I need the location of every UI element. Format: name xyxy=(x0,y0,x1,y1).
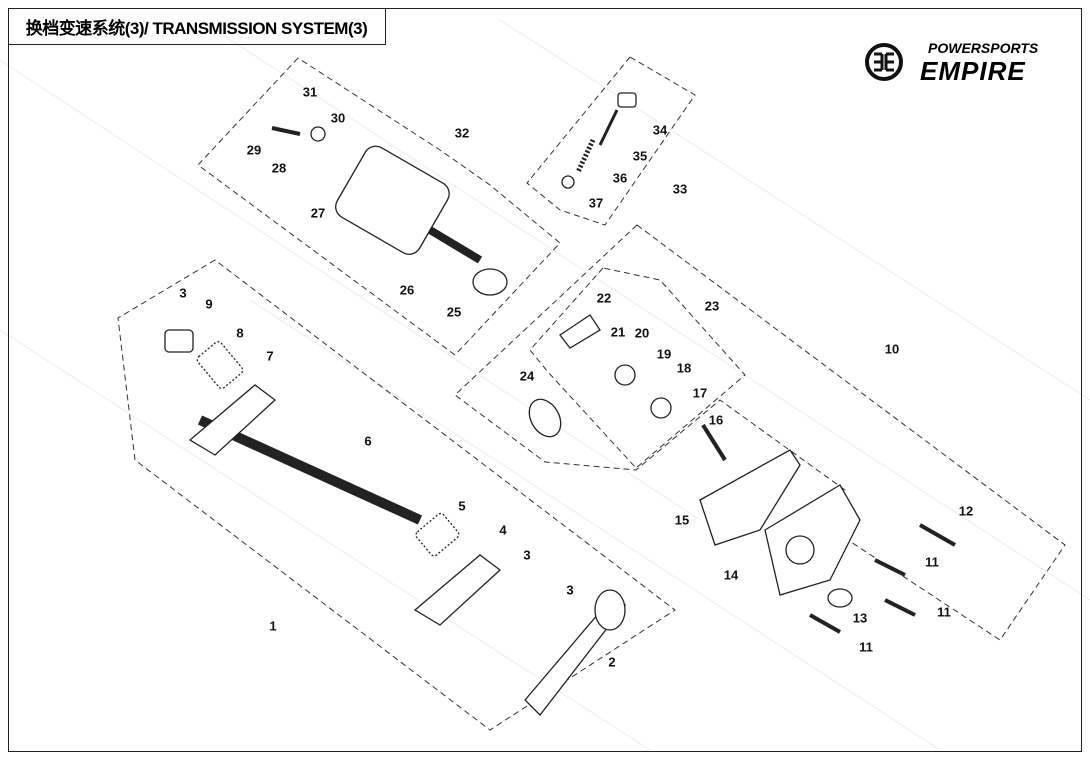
logo-emblem-icon xyxy=(865,43,903,81)
pin xyxy=(271,126,301,136)
cover xyxy=(764,484,861,596)
boundary-32 xyxy=(197,57,561,356)
logo-line1: POWERSPORTS xyxy=(928,40,1039,56)
callout: 9 xyxy=(205,296,213,312)
fork-4 xyxy=(413,554,502,626)
callout: 13 xyxy=(852,610,868,626)
callout: 26 xyxy=(399,282,415,298)
boundary-10 xyxy=(454,224,1066,641)
stopper xyxy=(559,314,601,349)
callout: 16 xyxy=(708,412,724,428)
bolt-11a xyxy=(874,558,906,577)
callout: 18 xyxy=(676,360,692,376)
collar xyxy=(164,329,194,353)
logo-line2: EMPIRE xyxy=(920,56,1026,86)
callout: 24 xyxy=(519,368,535,384)
callout: 3 xyxy=(566,582,574,598)
callout: 22 xyxy=(596,290,612,306)
callout: 10 xyxy=(884,341,900,357)
callout: 33 xyxy=(672,181,688,197)
bolt-11c xyxy=(809,613,841,634)
callout: 36 xyxy=(612,170,628,186)
brand-logo: POWERSPORTS EMPIRE xyxy=(862,38,1057,88)
pedal-end xyxy=(594,589,626,631)
bolt-11b xyxy=(884,598,916,617)
drum-shaft xyxy=(427,226,483,264)
boundary-1 xyxy=(117,259,676,731)
callout: 3 xyxy=(179,285,187,301)
gasket xyxy=(699,449,801,546)
callout: 34 xyxy=(652,122,668,138)
callout: 8 xyxy=(236,325,244,341)
callout: 11 xyxy=(859,639,873,655)
callout: 27 xyxy=(310,205,326,221)
parts xyxy=(164,92,956,716)
callout: 35 xyxy=(632,148,648,164)
cam xyxy=(650,397,672,419)
callout: 17 xyxy=(692,385,708,401)
callout: 1 xyxy=(269,618,277,634)
gear-arm xyxy=(528,398,562,438)
callout: 23 xyxy=(704,298,720,314)
oil-seal xyxy=(827,588,853,608)
plug xyxy=(598,109,619,146)
plug-head xyxy=(617,92,637,108)
fork-7 xyxy=(188,384,277,456)
spring-8 xyxy=(196,341,244,389)
callout: 32 xyxy=(454,125,470,141)
bearing xyxy=(472,268,508,296)
bolt-16 xyxy=(701,423,727,462)
callout: 19 xyxy=(656,346,672,362)
shift-drum xyxy=(335,145,450,255)
callout: 11 xyxy=(937,604,951,620)
bolt-12 xyxy=(919,523,956,547)
cover-seal xyxy=(785,535,815,565)
callout: 14 xyxy=(723,567,739,583)
callout: 11 xyxy=(925,554,939,570)
callout: 15 xyxy=(674,512,690,528)
callout: 25 xyxy=(446,304,462,320)
spring-5 xyxy=(415,512,460,557)
callout: 4 xyxy=(499,522,507,538)
shift-shaft xyxy=(197,415,423,525)
callout: 20 xyxy=(634,325,650,341)
callout: 2 xyxy=(608,654,616,670)
callout: 29 xyxy=(246,142,262,158)
callout: 7 xyxy=(266,348,274,364)
callout: 28 xyxy=(271,160,287,176)
washer xyxy=(310,126,326,142)
gear xyxy=(614,364,636,386)
callout: 6 xyxy=(364,433,372,449)
callout: 3 xyxy=(523,547,531,563)
callout: 37 xyxy=(588,195,604,211)
page-title: 换档变速系统(3)/ TRANSMISSION SYSTEM(3) xyxy=(8,8,386,45)
callout: 30 xyxy=(330,110,346,126)
callout: 21 xyxy=(610,324,626,340)
diagram-frame xyxy=(8,8,1082,752)
ball xyxy=(561,175,575,189)
callout: 12 xyxy=(958,503,974,519)
callout: 31 xyxy=(302,84,318,100)
callout: 5 xyxy=(458,498,466,514)
spring xyxy=(575,138,596,174)
group-boundaries xyxy=(117,56,1066,731)
boundary-33 xyxy=(526,56,696,226)
